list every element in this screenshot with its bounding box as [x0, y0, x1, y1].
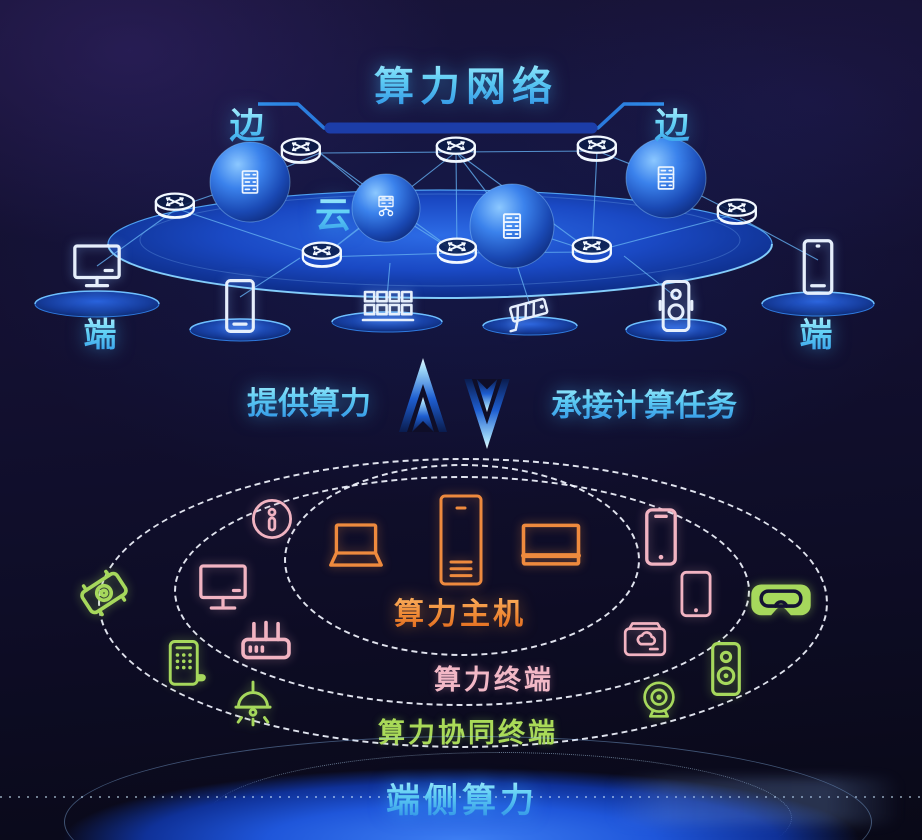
desktop-monitor-icon [199, 564, 247, 610]
terminal-label-left: 端 [84, 308, 117, 356]
wifi-router-icon [241, 620, 291, 660]
edge-label-right: 边 [654, 98, 689, 149]
provide-computing-label: 提供算力 [247, 378, 371, 423]
speaker-icon [658, 279, 694, 333]
server-icon [241, 170, 259, 194]
laptop-icon [329, 523, 383, 567]
edge-label-left: 边 [229, 98, 264, 149]
cloud-server-icon [378, 195, 394, 217]
smartphone-icon [802, 239, 834, 295]
display-icon [521, 523, 581, 566]
down-arrow-icon [464, 378, 510, 450]
title-bracket [258, 102, 664, 134]
dotted-divider-line [0, 796, 922, 798]
smartphone-icon [225, 279, 255, 333]
webcam-icon [643, 681, 675, 718]
monitor-icon [73, 244, 121, 288]
smart-lock-icon [168, 640, 206, 686]
tower-pc-icon [439, 494, 483, 586]
vr-goggles-icon [751, 584, 811, 616]
edge-node-sphere-right [625, 137, 707, 219]
robot-vacuum-icon [251, 498, 293, 540]
cloud-label: 云 [315, 186, 351, 238]
tablet-icon [680, 570, 712, 618]
computing-terminal-label: 算力终端 [434, 665, 554, 695]
edge-node-sphere-left [209, 141, 291, 223]
router-switch-icon [280, 137, 321, 164]
blurred-watermark [610, 778, 900, 824]
up-arrow-icon [399, 358, 447, 432]
ceiling-light-icon [234, 680, 272, 727]
cctv-camera-icon [509, 297, 549, 333]
computing-host-label: 算力主机 [394, 589, 526, 633]
dashcam-icon [80, 569, 128, 617]
cloud-node-sphere [351, 173, 421, 243]
computing-host-ring [284, 464, 640, 656]
terminal-label-right: 端 [800, 308, 833, 356]
speaker-icon [711, 642, 741, 696]
network-diagram [34, 102, 875, 342]
nas-drive-icon [623, 622, 667, 657]
server-cluster-icon [361, 290, 415, 322]
cloud-node-sphere-2 [469, 183, 555, 269]
server-icon [657, 166, 675, 190]
undertake-tasks-label: 承接计算任务 [551, 380, 737, 425]
device-side-computing-label: 端侧算力 [386, 773, 538, 822]
network-links [96, 150, 819, 306]
page-title: 算力网络 [374, 54, 558, 112]
smartphone-icon [645, 508, 677, 566]
server-icon [502, 213, 522, 239]
